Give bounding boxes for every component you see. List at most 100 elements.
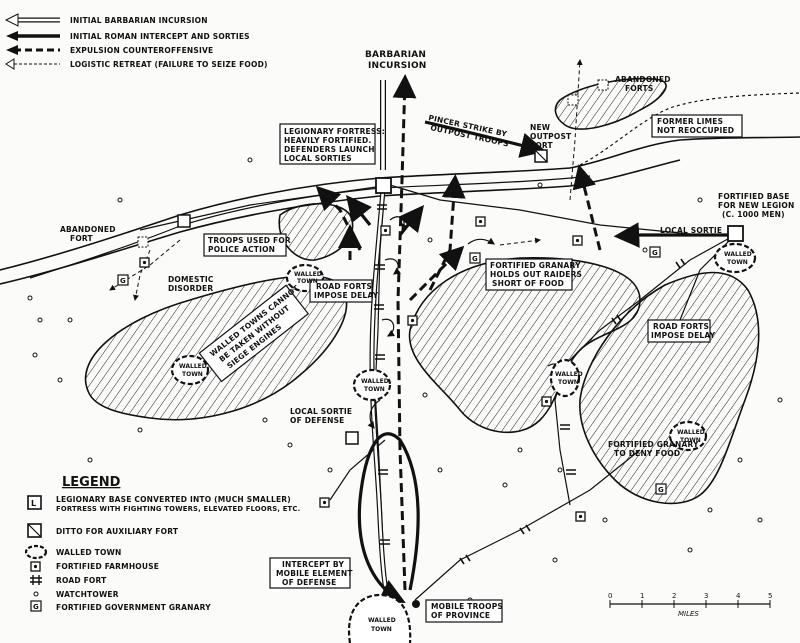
former-limes-label-2: NOT REOCCUPIED (657, 126, 734, 135)
walled-town-icon (24, 544, 48, 560)
barbarian-incursion-arrows (369, 80, 391, 601)
abandoned-fort-left-label-2: FORT (70, 234, 94, 243)
fortified-base-label-1: FORTIFIED BASE (718, 192, 790, 201)
new-outpost-label-2: OUTPOST (530, 132, 572, 141)
scale-tick-0: 0 (608, 592, 612, 600)
svg-text:G: G (120, 277, 126, 285)
walled-town-label-4a: WALLED (555, 371, 583, 378)
troops-police-label-2: POLICE ACTION (208, 245, 275, 254)
legionary-fortress-label-3: DEFENDERS LAUNCH (284, 145, 375, 154)
walled-town-label-3a: WALLED (361, 378, 389, 385)
road-forts-delay-1-label-1: ROAD FORTS (316, 282, 372, 291)
road-fort-marks (374, 204, 686, 565)
scale-tick-4: 4 (736, 592, 741, 600)
legend-top-item-0: INITIAL BARBARIAN INCURSION (70, 16, 208, 25)
roman-intercept-arrows (346, 120, 735, 603)
svg-text:G: G (658, 486, 664, 494)
granary-icon (30, 600, 42, 612)
granaries: G G G G (117, 246, 667, 495)
new-outpost-label-3: FORT (530, 141, 554, 150)
mobile-troops-label-2: OF PROVINCE (431, 611, 490, 620)
legionary-fortress-label-1: LEGIONARY FORTRESS: (284, 127, 385, 136)
road-forts-delay-2-label-2: IMPOSE DELAY (651, 331, 716, 340)
svg-text:G: G (33, 603, 39, 611)
walled-town-label-1b: TOWN (297, 278, 318, 285)
granary-deny-food-label-2: TO DENY FOOD (614, 449, 680, 458)
domestic-disorder-label-1: DOMESTIC (168, 275, 214, 284)
walled-town-label-6b: TOWN (680, 437, 701, 444)
new-outpost-label-1: NEW (530, 123, 551, 132)
svg-text:L: L (31, 499, 36, 508)
granary-holds-out-label-1: FORTIFIED GRANARY (490, 261, 581, 270)
watchtower-icon (33, 591, 39, 597)
walled-town-label-4b: TOWN (558, 379, 579, 386)
scale-tick-1: 1 (640, 592, 644, 600)
abandoned-forts-label-2: FORTS (625, 84, 653, 93)
road-forts-delay-2-label-1: ROAD FORTS (653, 322, 709, 331)
legend-item-3-line1: FORTIFIED FARMHOUSE (56, 562, 159, 571)
scale-unit: MILES (678, 610, 699, 618)
local-sortie-defense-label-2: OF DEFENSE (290, 416, 345, 425)
former-limes-label-1: FORMER LIMES (657, 117, 723, 126)
fortified-base-label-3: (C. 1000 MEN) (722, 210, 785, 219)
mobile-troops-label-1: MOBILE TROOPS (431, 602, 503, 611)
walled-town-label-6a: WALLED (677, 429, 705, 436)
walled-town-label-1a: WALLED (294, 271, 322, 278)
abandoned-forts-label-1: ABANDONED (615, 75, 671, 84)
scale-tick-5: 5 (768, 592, 772, 600)
abandoned-fort-left-label-1: ABANDONED (60, 225, 116, 234)
legionary-fortress-label-4: LOCAL SORTIES (284, 154, 352, 163)
legend-item-0-line2: FORTRESS WITH FIGHTING TOWERS, ELEVATED … (56, 505, 300, 513)
local-sortie-defense-label-1: LOCAL SORTIE (290, 407, 352, 416)
scale-tick-3: 3 (704, 592, 708, 600)
legionary-bases (375, 177, 744, 242)
domestic-disorder-label-2: DISORDER (168, 284, 213, 293)
legend-top-item-3: LOGISTIC RETREAT (FAILURE TO SEIZE FOOD) (70, 60, 268, 69)
granary-deny-food-label-1: FORTIFIED GRANARY (608, 440, 699, 449)
legend-title: LEGEND (62, 475, 121, 490)
road-forts-delay-1-label-2: IMPOSE DELAY (314, 291, 379, 300)
walled-town-label-3b: TOWN (364, 386, 385, 393)
legend-item-2-line1: WALLED TOWN (56, 548, 122, 557)
auxiliary-forts (137, 79, 609, 445)
intercept-mobile-label-3: OF DEFENSE (282, 578, 337, 587)
top-legend: INITIAL BARBARIAN INCURSION INITIAL ROMA… (4, 13, 268, 70)
legend-item-5-line1: WATCHTOWER (56, 590, 119, 599)
legionary-fortress-label-2: HEAVILY FORTIFIED. (284, 136, 372, 145)
legend-item-4-line1: ROAD FORT (56, 576, 107, 585)
occupied-zones (84, 77, 760, 505)
counteroffensive-arrows (315, 74, 602, 591)
legionary-base-icon (27, 495, 42, 510)
walled-town-label-7a: WALLED (368, 617, 396, 624)
legend-item-1-line1: DITTO FOR AUXILIARY FORT (56, 527, 179, 536)
svg-text:G: G (652, 249, 658, 257)
walled-town-labels: WALLED TOWN WALLED TOWN WALLED TOWN WALL… (179, 251, 752, 633)
legend-top-item-1: INITIAL ROMAN INTERCEPT AND SORTIES (70, 32, 250, 41)
walled-town-label-5a: WALLED (724, 251, 752, 258)
svg-text:G: G (472, 255, 478, 263)
walled-town-label-2a: WALLED (179, 363, 207, 370)
granary-holds-out-label-2: HOLDS OUT RAIDERS (490, 270, 582, 279)
walled-town-label-5b: TOWN (727, 259, 748, 266)
road-fort-icon (30, 575, 42, 585)
granary-holds-out-label-3: SHORT OF FOOD (492, 279, 564, 288)
intercept-mobile-label-1: INTERCEPT BY (282, 560, 344, 569)
fortified-farmhouses (139, 216, 586, 522)
legend-top-item-2: EXPULSION COUNTEROFFENSIVE (70, 46, 213, 55)
troops-police-label-1: TROOPS USED FOR (208, 236, 291, 245)
legend-item-0-line1: LEGIONARY BASE CONVERTED INTO (MUCH SMAL… (56, 495, 291, 504)
walled-towns (170, 242, 757, 643)
barbarian-incursion-label-1: BARBARIAN (365, 50, 426, 60)
fortified-base-label-2: FOR NEW LEGION (718, 201, 794, 210)
watchtowers (27, 157, 783, 603)
intercept-mobile-label-2: MOBILE ELEMENT (276, 569, 353, 578)
bottom-legend: LEGEND L G LEGIONARY BASE CONVERTED INTO… (24, 475, 300, 612)
scale-tick-2: 2 (672, 592, 676, 600)
scale-bar: 0 1 2 3 4 5 MILES (608, 592, 772, 618)
barbarian-incursion-label-2: INCURSION (368, 61, 427, 71)
walled-town-label-2b: TOWN (182, 371, 203, 378)
legend-item-6-line1: FORTIFIED GOVERNMENT GRANARY (56, 603, 211, 612)
local-sortie-right-label: LOCAL SORTIE (660, 226, 722, 235)
